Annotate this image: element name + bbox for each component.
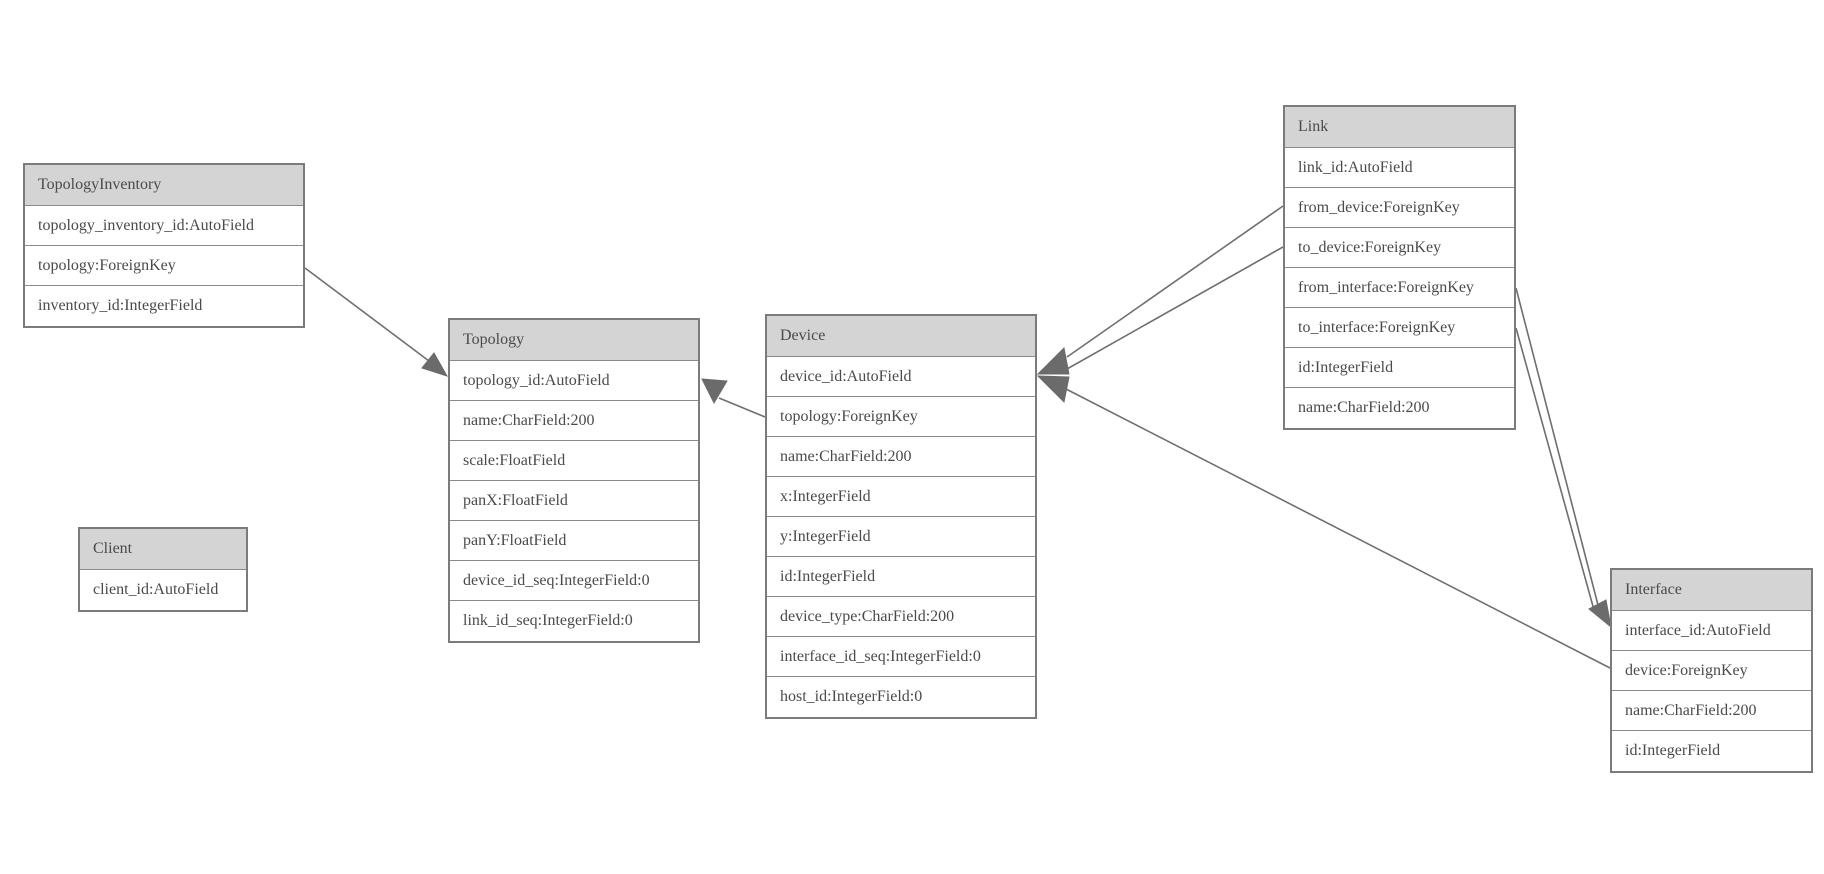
field-row: name:CharField:200 <box>1285 388 1514 428</box>
field-row: device_id_seq:IntegerField:0 <box>450 561 698 601</box>
edge-link-to-device <box>1066 246 1284 370</box>
field-row: host_id:IntegerField:0 <box>767 677 1035 717</box>
edge-link-to-interface <box>1515 327 1595 611</box>
field-row: device_type:CharField:200 <box>767 597 1035 637</box>
arrowhead-link-device <box>1036 346 1070 375</box>
field-row: scale:FloatField <box>450 441 698 481</box>
field-row: client_id:AutoField <box>80 570 246 610</box>
field-row: x:IntegerField <box>767 477 1035 517</box>
field-row: link_id:AutoField <box>1285 148 1514 188</box>
entity-title: Link <box>1285 107 1514 148</box>
entity-title: Client <box>80 529 246 570</box>
field-row: to_interface:ForeignKey <box>1285 308 1514 348</box>
field-row: name:CharField:200 <box>767 437 1035 477</box>
entity-title: Interface <box>1612 570 1811 611</box>
field-row: panY:FloatField <box>450 521 698 561</box>
arrowhead-topologyinventory-topology <box>421 352 449 377</box>
entity-client: Client client_id:AutoField <box>78 527 248 612</box>
edge-device-topology <box>718 397 766 418</box>
field-row: y:IntegerField <box>767 517 1035 557</box>
field-row: device_id:AutoField <box>767 357 1035 397</box>
edge-interface-device <box>1065 388 1611 669</box>
edge-topologyinventory-topology <box>304 267 430 362</box>
entity-link: Link link_id:AutoField from_device:Forei… <box>1283 105 1516 430</box>
field-row: id:IntegerField <box>1612 731 1811 771</box>
field-row: topology_id:AutoField <box>450 361 698 401</box>
entity-topologyinventory: TopologyInventory topology_inventory_id:… <box>23 163 305 328</box>
edge-link-from-interface <box>1515 287 1599 606</box>
field-row: topology:ForeignKey <box>25 246 303 286</box>
entity-title: TopologyInventory <box>25 165 303 206</box>
field-row: link_id_seq:IntegerField:0 <box>450 601 698 641</box>
field-row: name:CharField:200 <box>1612 691 1811 731</box>
field-row: name:CharField:200 <box>450 401 698 441</box>
entity-title: Device <box>767 316 1035 357</box>
entity-title: Topology <box>450 320 698 361</box>
field-row: from_device:ForeignKey <box>1285 188 1514 228</box>
arrowhead-device-topology <box>701 378 728 405</box>
arrowhead-link-interface <box>1588 599 1612 629</box>
field-row: interface_id_seq:IntegerField:0 <box>767 637 1035 677</box>
field-row: topology:ForeignKey <box>767 397 1035 437</box>
field-row: topology_inventory_id:AutoField <box>25 206 303 246</box>
arrowhead-interface-device <box>1036 375 1070 404</box>
field-row: to_device:ForeignKey <box>1285 228 1514 268</box>
field-row: interface_id:AutoField <box>1612 611 1811 651</box>
entity-device: Device device_id:AutoField topology:Fore… <box>765 314 1037 719</box>
edge-link-from-device <box>1066 205 1284 358</box>
field-row: from_interface:ForeignKey <box>1285 268 1514 308</box>
entity-topology: Topology topology_id:AutoField name:Char… <box>448 318 700 643</box>
entity-interface: Interface interface_id:AutoField device:… <box>1610 568 1813 773</box>
field-row: inventory_id:IntegerField <box>25 286 303 326</box>
field-row: id:IntegerField <box>767 557 1035 597</box>
field-row: device:ForeignKey <box>1612 651 1811 691</box>
field-row: id:IntegerField <box>1285 348 1514 388</box>
field-row: panX:FloatField <box>450 481 698 521</box>
